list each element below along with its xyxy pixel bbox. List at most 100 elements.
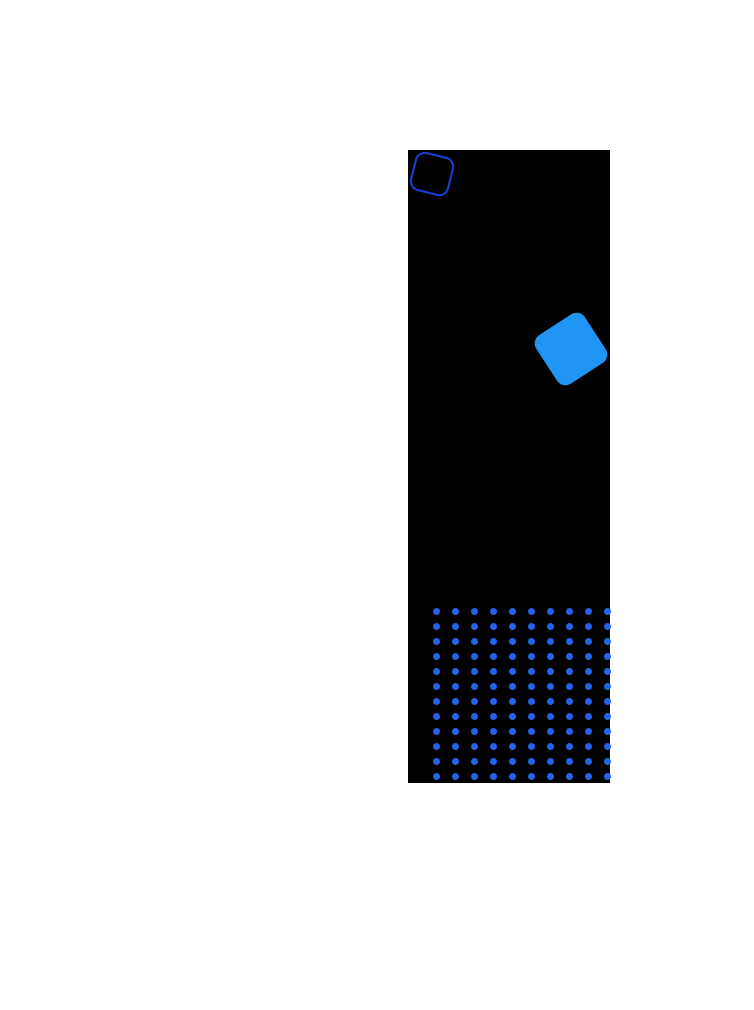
dot — [452, 623, 459, 630]
dot — [471, 623, 478, 630]
dot — [585, 608, 592, 615]
dot — [509, 668, 516, 675]
dot-grid — [433, 608, 611, 780]
dot — [547, 713, 554, 720]
dot — [528, 773, 535, 780]
dot — [471, 698, 478, 705]
dot — [452, 638, 459, 645]
dot — [433, 713, 440, 720]
dot — [547, 668, 554, 675]
dot — [585, 623, 592, 630]
dot — [566, 653, 573, 660]
dot — [547, 638, 554, 645]
dot — [452, 608, 459, 615]
dot — [585, 773, 592, 780]
dot — [509, 608, 516, 615]
dot — [604, 653, 611, 660]
dot — [528, 653, 535, 660]
dot — [566, 638, 573, 645]
dot — [433, 698, 440, 705]
dot — [604, 623, 611, 630]
dot — [528, 728, 535, 735]
dot — [566, 713, 573, 720]
dot — [433, 728, 440, 735]
dot — [585, 683, 592, 690]
dot — [585, 698, 592, 705]
decorative-panel — [407, 149, 612, 783]
dot — [433, 653, 440, 660]
dot — [528, 698, 535, 705]
dot — [471, 608, 478, 615]
dot — [452, 713, 459, 720]
dot — [585, 713, 592, 720]
dot — [528, 743, 535, 750]
dot — [509, 758, 516, 765]
dot — [471, 638, 478, 645]
dot — [547, 743, 554, 750]
dot — [528, 713, 535, 720]
dot — [471, 758, 478, 765]
dot — [547, 683, 554, 690]
dot — [490, 743, 497, 750]
dot — [547, 773, 554, 780]
dot — [471, 668, 478, 675]
dot — [566, 743, 573, 750]
dot — [585, 743, 592, 750]
dot — [547, 698, 554, 705]
dot — [604, 698, 611, 705]
dot — [585, 758, 592, 765]
dot — [490, 653, 497, 660]
dot — [471, 653, 478, 660]
dot — [566, 698, 573, 705]
dot — [547, 728, 554, 735]
dot — [490, 638, 497, 645]
outlined-square-shape — [407, 149, 457, 199]
dot — [490, 713, 497, 720]
dot — [452, 758, 459, 765]
dot — [528, 638, 535, 645]
dot — [566, 668, 573, 675]
dot — [528, 668, 535, 675]
dot — [604, 668, 611, 675]
dot — [433, 668, 440, 675]
dot — [528, 623, 535, 630]
dot — [452, 683, 459, 690]
dot — [509, 623, 516, 630]
dot — [585, 668, 592, 675]
dot — [547, 623, 554, 630]
dot — [490, 773, 497, 780]
dot — [471, 743, 478, 750]
dot — [585, 653, 592, 660]
dot — [566, 728, 573, 735]
dot — [566, 758, 573, 765]
dot — [471, 728, 478, 735]
dot — [433, 608, 440, 615]
dot — [433, 743, 440, 750]
dot — [604, 608, 611, 615]
dot — [452, 773, 459, 780]
dot — [509, 653, 516, 660]
dot — [547, 653, 554, 660]
dot — [452, 743, 459, 750]
dot — [566, 608, 573, 615]
dot — [604, 743, 611, 750]
dot — [490, 668, 497, 675]
dot — [547, 758, 554, 765]
dot — [490, 758, 497, 765]
dot — [433, 683, 440, 690]
dot — [528, 683, 535, 690]
dot — [490, 623, 497, 630]
dot — [509, 743, 516, 750]
dot — [490, 608, 497, 615]
dot — [604, 758, 611, 765]
dot — [604, 683, 611, 690]
dot — [585, 728, 592, 735]
dot — [471, 713, 478, 720]
dot — [509, 683, 516, 690]
dot — [528, 758, 535, 765]
solid-square-shape — [530, 308, 612, 390]
dot — [433, 638, 440, 645]
dot — [585, 638, 592, 645]
dot — [547, 608, 554, 615]
dot — [509, 698, 516, 705]
